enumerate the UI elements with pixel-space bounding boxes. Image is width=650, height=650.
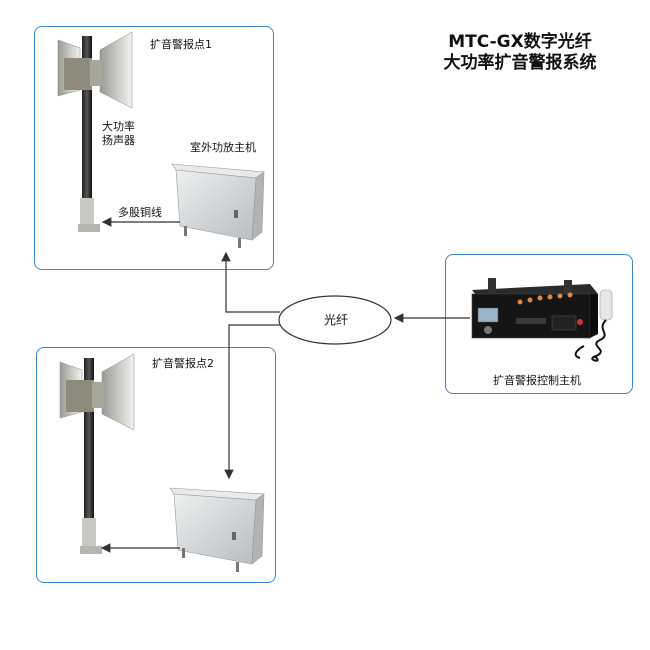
- title-line-2: 大功率扩音警报系统: [443, 53, 597, 73]
- site2-speaker-icon: [59, 353, 135, 554]
- speaker-label-line-1: 大功率: [102, 120, 135, 133]
- site1-amplifier-label: 室外功放主机: [190, 141, 256, 154]
- diagram-title: MTC-GX数字光纤 大功率扩音警报系统: [410, 32, 630, 74]
- site1-label: 扩音警报点1: [150, 38, 212, 51]
- speaker-label-line-2: 扬声器: [102, 134, 135, 147]
- site2-label: 扩音警报点2: [152, 357, 214, 370]
- title-line-1: MTC-GX数字光纤: [448, 32, 592, 52]
- site1-speaker-label: 大功率 扬声器: [102, 120, 135, 148]
- site1-amplifier-icon: [171, 163, 265, 248]
- site1-speaker-icon: [57, 31, 133, 232]
- site2-amplifier-icon: [169, 487, 265, 572]
- fiber-to-site1-line: [221, 251, 280, 313]
- fiber-label: 光纤: [324, 313, 349, 327]
- fiber-to-site2-line: [224, 324, 280, 480]
- controller-label: 扩音警报控制主机: [493, 374, 581, 387]
- site1-cable-label: 多股铜线: [118, 206, 162, 219]
- fiber-node: [278, 295, 392, 345]
- controller-unit-icon: [471, 278, 613, 362]
